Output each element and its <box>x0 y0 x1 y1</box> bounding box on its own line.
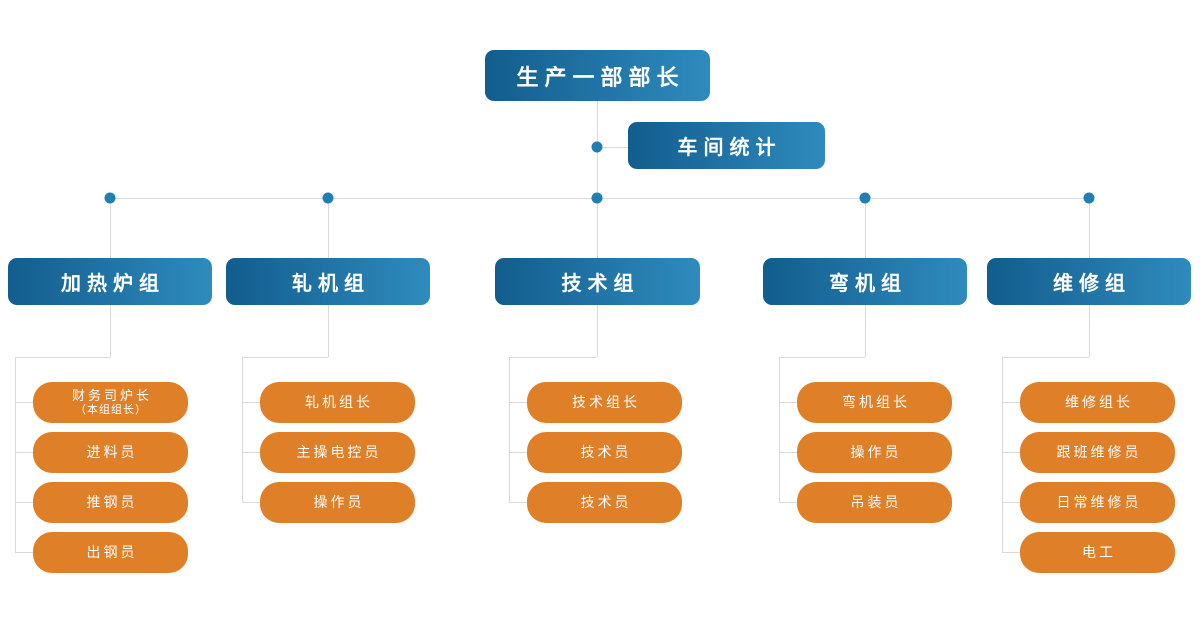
group-node-label: 加热炉组 <box>61 273 165 295</box>
connector-elbow-h <box>15 357 110 358</box>
connector-group-drop <box>328 198 329 258</box>
member-node: 操作员 <box>260 482 415 523</box>
connector-column-rail <box>1002 357 1003 553</box>
connector-member-stub <box>509 402 527 403</box>
member-node-label: 轧机组长 <box>305 394 373 411</box>
connector-member-stub <box>1002 452 1020 453</box>
member-node-label: 电工 <box>1082 544 1116 561</box>
group-node-bending-machine: 弯机组 <box>763 258 967 305</box>
member-node-label: 主操电控员 <box>296 444 382 461</box>
connector-elbow-h <box>509 357 597 358</box>
connector-member-stub <box>509 502 527 503</box>
connector-elbow-h <box>779 357 865 358</box>
member-node: 财务司炉长 （本组组长） <box>33 382 188 423</box>
connector-member-stub <box>15 452 33 453</box>
connector-member-stub <box>779 402 797 403</box>
group-node-label: 轧机组 <box>292 273 370 295</box>
member-node-label: 技术员 <box>580 444 632 461</box>
connector-elbow-h <box>242 357 328 358</box>
connector-elbow-v <box>328 305 329 357</box>
member-node: 主操电控员 <box>260 432 415 473</box>
member-node: 维修组长 <box>1020 382 1175 423</box>
group-node-label: 维修组 <box>1053 273 1131 295</box>
connector-member-stub <box>242 452 260 453</box>
junction-dot <box>591 141 603 153</box>
connector-member-stub <box>779 502 797 503</box>
member-node: 出钢员 <box>33 532 188 573</box>
member-node-label: 弯机组长 <box>842 394 910 411</box>
member-node: 操作员 <box>797 432 952 473</box>
connector-member-stub <box>779 452 797 453</box>
group-node-label: 弯机组 <box>829 273 907 295</box>
member-node: 技术组长 <box>527 382 682 423</box>
group-node-rolling-mill: 轧机组 <box>226 258 430 305</box>
member-node: 轧机组长 <box>260 382 415 423</box>
member-node-label: 技术组长 <box>572 394 640 411</box>
group-node-heating-furnace: 加热炉组 <box>8 258 212 305</box>
connector-elbow-h <box>1002 357 1089 358</box>
member-node-label: 维修组长 <box>1065 394 1133 411</box>
member-node-label: 财务司炉长 <box>71 387 152 403</box>
staff-node: 车间统计 <box>628 122 825 169</box>
connector-member-stub <box>1002 502 1020 503</box>
connector-member-stub <box>15 402 33 403</box>
connector-member-stub <box>1002 552 1020 553</box>
root-node-label: 生产一部部长 <box>516 64 685 90</box>
connector-elbow-v <box>865 305 866 357</box>
connector-member-stub <box>509 452 527 453</box>
junction-dot <box>859 192 871 204</box>
member-node: 跟班维修员 <box>1020 432 1175 473</box>
connector-elbow-v <box>597 305 598 357</box>
connector-elbow-v <box>1089 305 1090 357</box>
member-node-label: 日常维修员 <box>1056 494 1142 511</box>
member-node: 弯机组长 <box>797 382 952 423</box>
connector-group-drop <box>110 198 111 258</box>
group-node-technology: 技术组 <box>495 258 700 305</box>
staff-node-label: 车间统计 <box>677 137 782 159</box>
group-node-maintenance: 维修组 <box>987 258 1191 305</box>
connector-column-rail <box>779 357 780 503</box>
member-node: 推钢员 <box>33 482 188 523</box>
connector-member-stub <box>1002 402 1020 403</box>
member-node: 电工 <box>1020 532 1175 573</box>
member-node-label: 推钢员 <box>86 494 138 511</box>
member-node: 吊装员 <box>797 482 952 523</box>
member-node: 日常维修员 <box>1020 482 1175 523</box>
junction-dot <box>322 192 334 204</box>
connector-group-drop <box>865 198 866 258</box>
connector-member-stub <box>242 502 260 503</box>
member-node-label: 操作员 <box>313 494 365 511</box>
root-node: 生产一部部长 <box>485 50 710 101</box>
member-node: 技术员 <box>527 432 682 473</box>
connector-group-drop <box>1089 198 1090 258</box>
connector-member-stub <box>15 502 33 503</box>
group-node-label: 技术组 <box>561 273 640 295</box>
member-node-label: 跟班维修员 <box>1056 444 1142 461</box>
connector-group-drop <box>597 198 598 258</box>
member-node-label: 吊装员 <box>850 494 902 511</box>
connector-column-rail <box>15 357 16 553</box>
member-node-sublabel: （本组组长） <box>75 403 147 416</box>
member-node: 进料员 <box>33 432 188 473</box>
member-node-label: 出钢员 <box>86 544 138 561</box>
connector-member-stub <box>242 402 260 403</box>
junction-dot <box>1083 192 1095 204</box>
junction-dot <box>591 192 603 204</box>
connector-staff-stub <box>597 147 628 148</box>
member-node-label: 进料员 <box>86 444 138 461</box>
junction-dot <box>104 192 116 204</box>
member-node-label: 操作员 <box>850 444 902 461</box>
connector-elbow-v <box>110 305 111 357</box>
connector-member-stub <box>15 552 33 553</box>
connector-column-rail <box>242 357 243 503</box>
member-node: 技术员 <box>527 482 682 523</box>
member-node-label: 技术员 <box>580 494 632 511</box>
connector-column-rail <box>509 357 510 503</box>
